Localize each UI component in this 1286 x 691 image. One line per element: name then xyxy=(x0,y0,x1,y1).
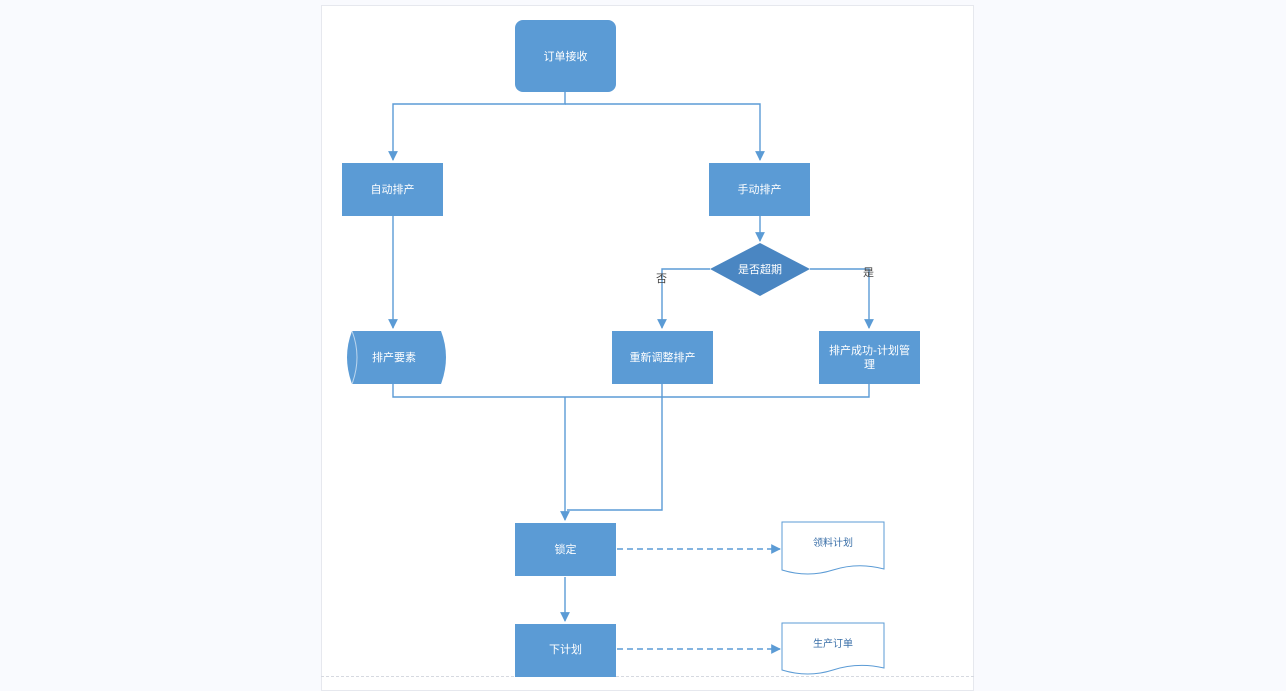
node-auto-schedule-label: 自动排产 xyxy=(371,182,415,196)
node-schedule-elements-label: 排产要素 xyxy=(372,350,416,364)
edge-order-to-manual xyxy=(565,103,765,161)
edge-label-yes: 是 xyxy=(863,266,874,279)
node-manual-schedule-label: 手动排产 xyxy=(738,182,782,196)
doc-material-plan: 领料计划 xyxy=(781,521,885,575)
doc-production-order: 生产订单 xyxy=(781,622,885,675)
edge-label-no: 否 xyxy=(656,272,667,285)
edge-decision-yes xyxy=(810,268,874,329)
node-schedule-elements: 排产要素 xyxy=(347,330,446,385)
edge-reschedule-to-lock xyxy=(567,384,663,511)
doc-production-order-label: 生产订单 xyxy=(813,637,853,650)
edge-merge-bus xyxy=(392,384,870,398)
node-lock: 锁定 xyxy=(515,523,616,576)
edge-decision-no xyxy=(657,268,710,329)
node-lock-label: 锁定 xyxy=(555,542,577,556)
node-reschedule-label: 重新调整排产 xyxy=(630,350,696,364)
node-manual-schedule: 手动排产 xyxy=(709,163,810,216)
node-success-plan: 排产成功-计划管 理 xyxy=(819,331,920,384)
node-issue-plan: 下计划 xyxy=(515,624,616,677)
node-overdue-decision: 是否超期 xyxy=(710,243,810,296)
page-divider xyxy=(321,676,974,677)
node-auto-schedule: 自动排产 xyxy=(342,163,443,216)
edge-order-to-auto xyxy=(388,92,566,161)
connectors xyxy=(388,92,874,654)
doc-material-plan-label: 领料计划 xyxy=(813,536,853,549)
node-order-receive: 订单接收 xyxy=(515,20,616,92)
node-success-plan-label-line2: 理 xyxy=(864,358,875,371)
node-order-receive-label: 订单接收 xyxy=(544,49,588,63)
node-issue-plan-label: 下计划 xyxy=(549,643,582,656)
node-reschedule: 重新调整排产 xyxy=(612,331,713,384)
node-overdue-decision-label: 是否超期 xyxy=(738,262,782,276)
node-success-plan-label-line1: 排产成功-计划管 xyxy=(829,343,910,357)
